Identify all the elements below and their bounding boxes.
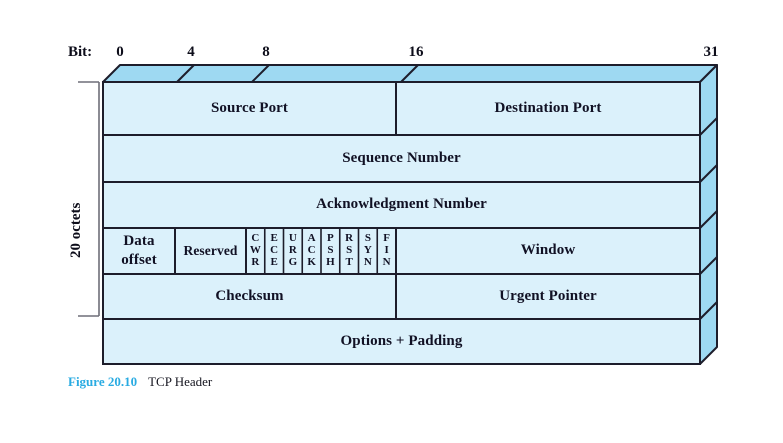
flag-ece-letter-2: C bbox=[270, 244, 279, 257]
octets-bracket-label: 20 octets bbox=[68, 202, 84, 258]
flag-syn-letter-1: S bbox=[364, 232, 371, 245]
flag-psh-letter-2: S bbox=[327, 244, 334, 257]
box-front-face bbox=[102, 81, 701, 365]
bit-tick-0: 0 bbox=[116, 44, 124, 60]
top-face-tick-bit-8 bbox=[251, 64, 270, 83]
flag-bit-syn: S Y N bbox=[359, 228, 378, 274]
flag-fin-letter-1: F bbox=[383, 232, 390, 245]
flag-syn-letter-2: Y bbox=[363, 244, 372, 257]
bit-tick-8: 8 bbox=[262, 44, 270, 60]
flag-bit-fin: F I N bbox=[377, 228, 396, 274]
flag-bit-ece: E C E bbox=[265, 228, 284, 274]
flag-rst-letter-1: R bbox=[345, 232, 354, 245]
bit-tick-31: 31 bbox=[703, 44, 719, 60]
flag-bit-urg: U R G bbox=[284, 228, 303, 274]
bit-tick-4: 4 bbox=[187, 44, 195, 60]
top-face-tick-bit-4 bbox=[176, 64, 195, 83]
figure-caption: Figure 20.10 TCP Header bbox=[68, 374, 212, 390]
bit-ruler-label: Bit: bbox=[68, 44, 93, 60]
flag-psh-letter-1: P bbox=[327, 232, 334, 245]
flag-ack-letter-1: A bbox=[307, 232, 316, 245]
figure-number: Figure 20.10 bbox=[68, 374, 138, 389]
flag-ece-letter-3: E bbox=[270, 255, 278, 268]
flag-fin-letter-3: N bbox=[382, 255, 391, 268]
right-face-divider-3 bbox=[699, 210, 718, 229]
right-face-divider-4 bbox=[699, 256, 718, 275]
flag-bit-rst: R S T bbox=[340, 228, 359, 274]
flag-ece-letter-1: E bbox=[270, 232, 278, 245]
flag-cwr-letter-1: C bbox=[251, 232, 260, 245]
flag-ack-letter-3: K bbox=[307, 255, 316, 268]
right-face-divider-1 bbox=[699, 117, 718, 136]
flag-urg-letter-1: U bbox=[288, 232, 297, 245]
figure-title: TCP Header bbox=[148, 374, 213, 389]
flag-urg-letter-3: G bbox=[288, 255, 298, 268]
flag-syn-letter-3: N bbox=[363, 255, 372, 268]
flag-bit-psh: P S H bbox=[321, 228, 340, 274]
flag-psh-letter-3: H bbox=[326, 255, 335, 268]
flag-ack-letter-2: C bbox=[307, 244, 316, 257]
flag-cwr-letter-2: W bbox=[249, 244, 261, 257]
bit-tick-16: 16 bbox=[408, 44, 424, 60]
flag-rst-letter-3: T bbox=[345, 255, 353, 268]
flag-urg-letter-2: R bbox=[288, 244, 297, 257]
right-face-divider-2 bbox=[699, 164, 718, 183]
flag-bit-ack: A C K bbox=[302, 228, 321, 274]
flag-fin-letter-2: I bbox=[384, 244, 389, 257]
flag-rst-letter-2: S bbox=[346, 244, 353, 257]
right-face-divider-5 bbox=[699, 301, 718, 320]
top-face-tick-bit-16 bbox=[400, 64, 419, 83]
flag-cwr-letter-3: R bbox=[251, 255, 260, 268]
flag-bit-cwr: C W R bbox=[246, 228, 265, 274]
